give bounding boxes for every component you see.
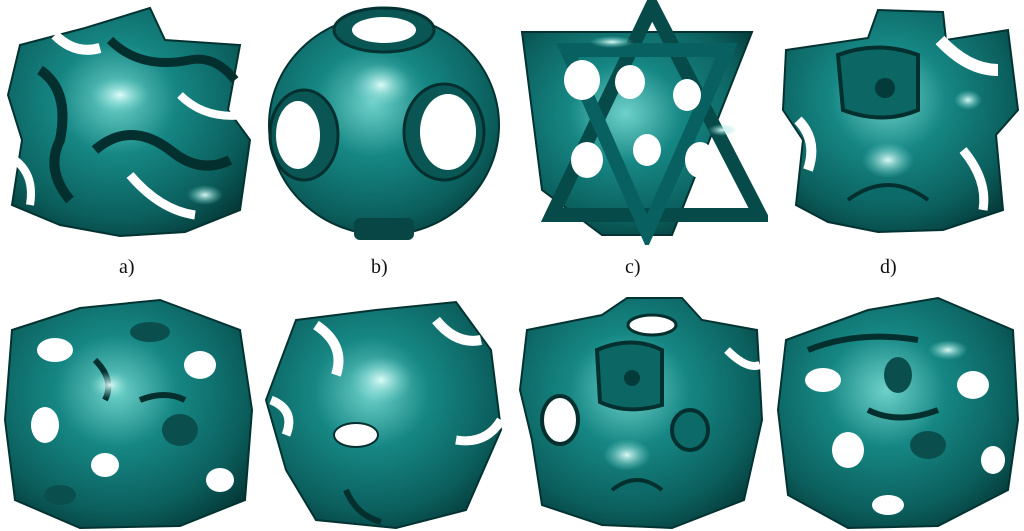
- lattice-b-illustration: [268, 6, 500, 240]
- panel-g: [512, 290, 768, 531]
- panel-d: d): [768, 0, 1024, 278]
- lattice-a-illustration: [6, 6, 252, 238]
- lattice-d-illustration: [781, 8, 1020, 234]
- panel-h: [768, 290, 1024, 531]
- panel-a: a): [0, 0, 256, 278]
- panel-label: c): [625, 256, 641, 278]
- panel-e: [0, 290, 256, 531]
- panel-label: b): [371, 256, 388, 278]
- lattice-c-illustration: [520, 0, 768, 245]
- lattice-g-illustration: [518, 297, 764, 530]
- lattice-e-illustration: [3, 298, 254, 530]
- lattice-f-illustration: [264, 300, 505, 530]
- panel-label: a): [119, 256, 135, 278]
- panel-b: b): [256, 0, 512, 278]
- panel-c: c): [512, 0, 768, 278]
- lattice-h-illustration: [776, 296, 1020, 530]
- panel-label: d): [880, 256, 897, 278]
- panel-f: [256, 290, 512, 531]
